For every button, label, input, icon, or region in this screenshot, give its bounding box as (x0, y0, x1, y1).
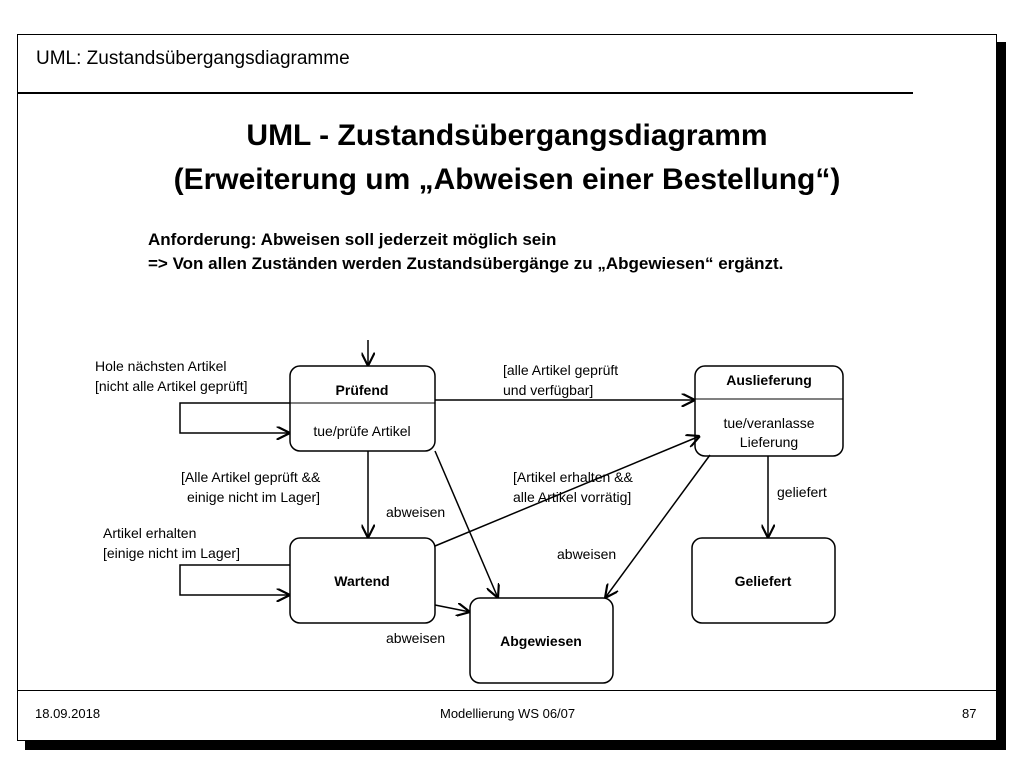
footer-course: Modellierung WS 06/07 (440, 706, 576, 721)
label-reject-pruefend: abweisen (386, 504, 445, 520)
label-self-wartend-1: Artikel erhalten (103, 525, 196, 541)
label-reject-wartend: abweisen (386, 630, 445, 646)
title-line-2: (Erweiterung um „Abweisen einer Bestellu… (173, 163, 841, 196)
footer-divider (17, 690, 997, 691)
slide-shadow-bottom (25, 741, 1006, 750)
self-loop-pruefend (179, 402, 290, 433)
state-auslieferung (694, 365, 844, 457)
requirement-line-2: => Von allen Zuständen werden Zustandsüb… (148, 254, 784, 273)
title-line-1: UML - Zustandsübergangsdiagramm (246, 119, 768, 152)
label-self-pruefend-2: [nicht alle Artikel geprüft] (95, 378, 248, 394)
state-wartend-name: Wartend (334, 573, 389, 589)
label-pruefend-auslieferung-1: [alle Artikel geprüft (503, 362, 618, 378)
label-wartend-auslieferung-2: alle Artikel vorrätig] (513, 489, 631, 505)
header-title: UML: Zustandsübergangsdiagramme (36, 48, 350, 69)
arrow-pruefend-to-abgewiesen (434, 450, 498, 598)
state-pruefend (289, 365, 436, 452)
state-pruefend-name: Prüfend (336, 382, 389, 398)
footer-page-number: 87 (962, 706, 977, 721)
label-pruefend-auslieferung-2: und verfügbar] (503, 382, 593, 398)
arrow-auslieferung-to-abgewiesen (605, 454, 711, 598)
footer-date: 18.09.2018 (35, 706, 101, 721)
requirement-line-1: Anforderung: Abweisen soll jederzeit mög… (148, 230, 557, 249)
state-auslieferung-activity-1: tue/veranlasse (723, 415, 814, 431)
self-loop-wartend (179, 564, 290, 595)
label-pruefend-wartend-1: [Alle Artikel geprüft && (181, 469, 321, 485)
label-reject-auslieferung: abweisen (557, 546, 616, 562)
label-auslieferung-geliefert: geliefert (777, 484, 827, 500)
state-wartend (289, 537, 436, 624)
state-auslieferung-activity-2: Lieferung (740, 434, 798, 450)
label-pruefend-wartend-2: einige nicht im Lager] (187, 489, 320, 505)
label-self-pruefend-1: Hole nächsten Artikel (95, 358, 227, 374)
slide-shadow-right (997, 42, 1006, 750)
state-auslieferung-name: Auslieferung (726, 372, 812, 388)
state-abgewiesen-name: Abgewiesen (500, 633, 582, 649)
state-geliefert-name: Geliefert (735, 573, 792, 589)
state-pruefend-activity: tue/prüfe Artikel (313, 423, 410, 439)
state-abgewiesen (469, 597, 614, 684)
arrow-wartend-to-auslieferung (434, 436, 700, 547)
label-self-wartend-2: [einige nicht im Lager] (103, 545, 240, 561)
state-geliefert (691, 537, 836, 624)
label-wartend-auslieferung-1: [Artikel erhalten && (513, 469, 633, 485)
arrow-wartend-to-abgewiesen (434, 605, 470, 612)
header-divider (17, 92, 913, 94)
